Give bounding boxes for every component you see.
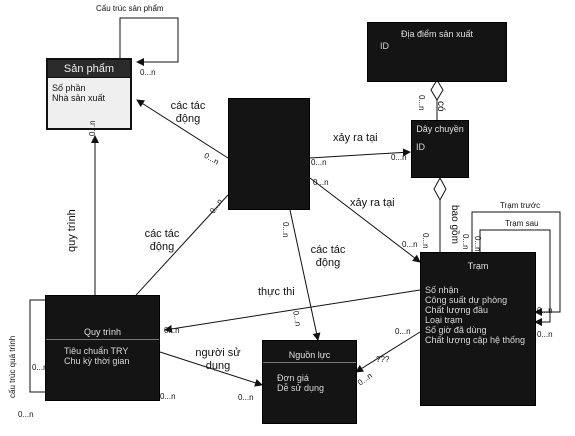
self-loop-quy-trinh — [29, 299, 45, 393]
multiplicity: 0...n — [311, 158, 327, 167]
label-xay-ra-tai-1: xảy ra tại — [333, 132, 378, 144]
label-thuc-thi: thực thi — [258, 286, 295, 298]
multiplicity: 0...n — [281, 222, 290, 238]
entity-title: Sản phẩm — [48, 60, 130, 78]
multiplicity: 0...n — [18, 410, 34, 419]
label-xay-ra-tai-2: xảy ra tại — [350, 197, 395, 209]
label-tram-truoc: Trạm trước — [500, 201, 541, 210]
multiplicity: 0...n — [461, 234, 470, 250]
label-cau-truc-qua-trinh: cấu trúc quá trình — [8, 335, 17, 398]
entity-title: Địa điểm sản xuất — [400, 29, 474, 39]
line-central-san-pham — [136, 99, 229, 159]
attribute: ID — [416, 142, 425, 152]
multiplicity: 0...n — [402, 240, 418, 249]
multiplicity: 0...n — [421, 233, 430, 249]
line-tram-nguon-luc — [355, 331, 421, 373]
line-central-nguon-luc — [289, 209, 321, 341]
entity-title: Nguồn lực — [263, 347, 356, 363]
label-bao-gom: bao gồm — [449, 205, 460, 244]
attribute: Nhà sản xuất — [52, 93, 106, 103]
entity-dia-diem-san-xuat[interactable]: Địa điểm sản xuất ID — [367, 22, 507, 82]
line-tram-quy-trinh — [164, 289, 421, 333]
label-cac-tac-dong-1: các tác động — [170, 100, 206, 125]
multiplicity: 0...n — [140, 68, 156, 77]
label-quy-trinh: quy trình — [66, 209, 78, 252]
entity-tram[interactable]: Trạm Số nhận Công suất dự phòng Chất lượ… — [420, 252, 536, 406]
attribute: Dễ sử dụng — [277, 383, 325, 393]
label-cau-truc-san-pham: Cấu trúc sản phẩm — [96, 4, 164, 13]
self-loop-tram-sau — [479, 229, 551, 326]
multiplicity: 0...n — [395, 327, 411, 336]
attribute: Công suất dự phòng — [425, 295, 508, 305]
multiplicity: 0...n — [537, 306, 553, 315]
attribute: Chất lượng đầu — [425, 305, 488, 315]
label-tram-sau: Trạm sau — [505, 219, 539, 228]
attribute: Chất lượng cập hệ thống — [425, 335, 525, 345]
entity-central[interactable] — [228, 98, 310, 210]
line-quy-trinh-nguon-luc — [159, 351, 263, 387]
self-loop-tram-truoc — [471, 211, 561, 316]
attribute: Số phần — [52, 83, 86, 93]
line-central-day-chuyen — [309, 148, 411, 159]
self-loop-san-pham — [119, 17, 179, 66]
multiplicity: 0...n — [88, 120, 97, 136]
line-central-tram — [309, 177, 421, 263]
attribute: Chu kỳ thời gian — [64, 356, 130, 366]
entity-nguon-luc[interactable]: Nguồn lực Đơn giá Dễ sử dụng — [262, 340, 357, 424]
multiplicity: 0...n — [417, 95, 426, 111]
multiplicity: 0...n — [537, 330, 553, 339]
entity-quy-trinh[interactable]: Quy trình Tiêu chuẩn TRY Chu kỳ thời gia… — [45, 295, 160, 401]
multiplicity: 0...n — [164, 326, 180, 335]
multiplicity: 0...n — [391, 153, 407, 162]
attribute: Số giờ đã dùng — [425, 325, 487, 335]
multiplicity: 0...n — [32, 363, 48, 372]
attribute: Số nhận — [425, 285, 459, 295]
entity-title: Quy trình — [46, 324, 159, 340]
label-cac-tac-dong-3: các tác động — [310, 244, 346, 269]
entity-day-chuyen[interactable]: Dây chuyền ID — [411, 120, 469, 178]
aggregation-diamond-bottom — [433, 176, 447, 202]
multiplicity: 0...n — [160, 392, 176, 401]
multiplicity: 0...n — [473, 236, 482, 252]
label-nguoi-su-dung: người sử dụng — [195, 347, 241, 372]
attribute: Đơn giá — [277, 373, 309, 383]
label-cac-tac-dong-2: các tác động — [144, 228, 180, 253]
entity-san-pham[interactable]: Sản phẩm Số phần Nhà sản xuất — [46, 58, 132, 130]
label-co: có — [435, 101, 446, 112]
multiplicity: 0...n — [238, 393, 254, 402]
multiplicity: 0...n — [313, 178, 329, 187]
attribute: Loại trạm — [425, 315, 463, 325]
attribute: Tiêu chuẩn TRY — [64, 346, 129, 356]
label-unknown: ??? — [376, 355, 390, 364]
aggregation-diamond-top — [430, 79, 444, 101]
entity-title: Dây chuyền — [416, 124, 464, 134]
entity-title: Trạm — [467, 261, 489, 271]
attribute: ID — [380, 41, 389, 51]
